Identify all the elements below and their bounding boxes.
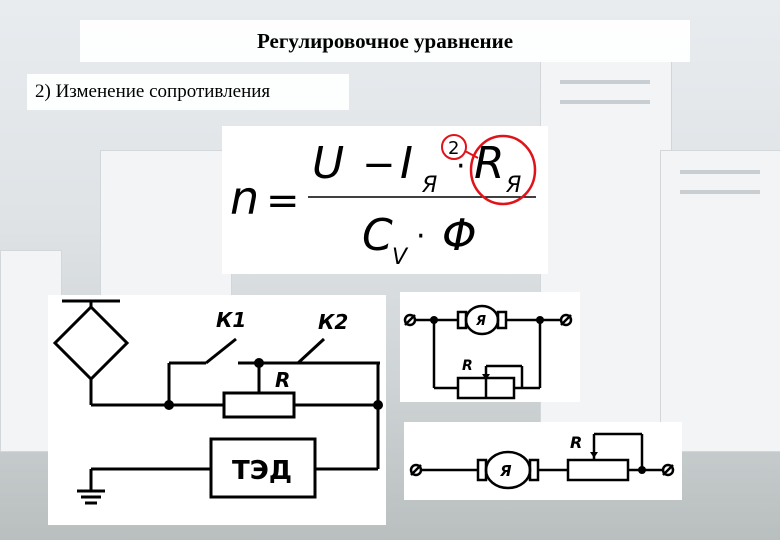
series-circuit-svg: Я R xyxy=(409,432,675,490)
formula-svg: n = U − I Я · R Я C V · Φ 2 xyxy=(230,134,537,270)
marker-circle xyxy=(441,134,467,160)
formula-den-dot: · xyxy=(416,219,426,254)
formula-equals: = xyxy=(266,178,300,224)
resistor-series xyxy=(566,458,630,482)
formula-I: I xyxy=(400,138,413,189)
node-mid xyxy=(254,358,264,368)
formula-R: R xyxy=(474,138,505,189)
formula-panel: n = U − I Я · R Я C V · Φ 2 xyxy=(222,126,548,274)
formula-I-sub: Я xyxy=(421,173,437,198)
node-right xyxy=(373,400,383,410)
slide-subtitle: 2) Изменение сопротивления xyxy=(27,74,349,110)
slide-title: Регулировочное уравнение xyxy=(80,20,690,62)
label-r: R xyxy=(275,368,290,392)
formula-C: C xyxy=(362,210,393,261)
shunt-circuit-panel: Я R xyxy=(400,292,580,402)
shunt-circuit-svg: Я R xyxy=(403,304,573,400)
formula-U: U xyxy=(312,138,344,189)
label-r-series: R xyxy=(570,433,582,452)
formula-Phi: Φ xyxy=(442,210,477,261)
label-motor: ТЭД xyxy=(232,456,292,486)
highlight-ellipse xyxy=(469,134,537,206)
formula-dot: · xyxy=(456,149,466,184)
main-resistor xyxy=(222,391,296,419)
label-armature-shunt: Я xyxy=(475,314,486,329)
formula-minus: − xyxy=(362,142,396,188)
label-k1: К1 xyxy=(216,308,246,332)
marker-number: 2 xyxy=(448,138,459,159)
node-left xyxy=(164,400,174,410)
label-armature-series: Я xyxy=(499,462,512,480)
main-circuit-svg: К1 К2 R ТЭД xyxy=(52,299,383,505)
series-circuit-panel: Я R xyxy=(404,422,682,500)
formula-n: n xyxy=(230,171,259,225)
main-circuit-panel: К1 К2 R ТЭД xyxy=(48,295,386,525)
marker-connector xyxy=(464,150,479,159)
label-k2: К2 xyxy=(318,310,348,334)
source-symbol xyxy=(52,304,130,382)
formula-R-sub: Я xyxy=(505,173,521,198)
label-r-shunt: R xyxy=(462,358,473,374)
formula-C-sub: V xyxy=(392,245,409,270)
